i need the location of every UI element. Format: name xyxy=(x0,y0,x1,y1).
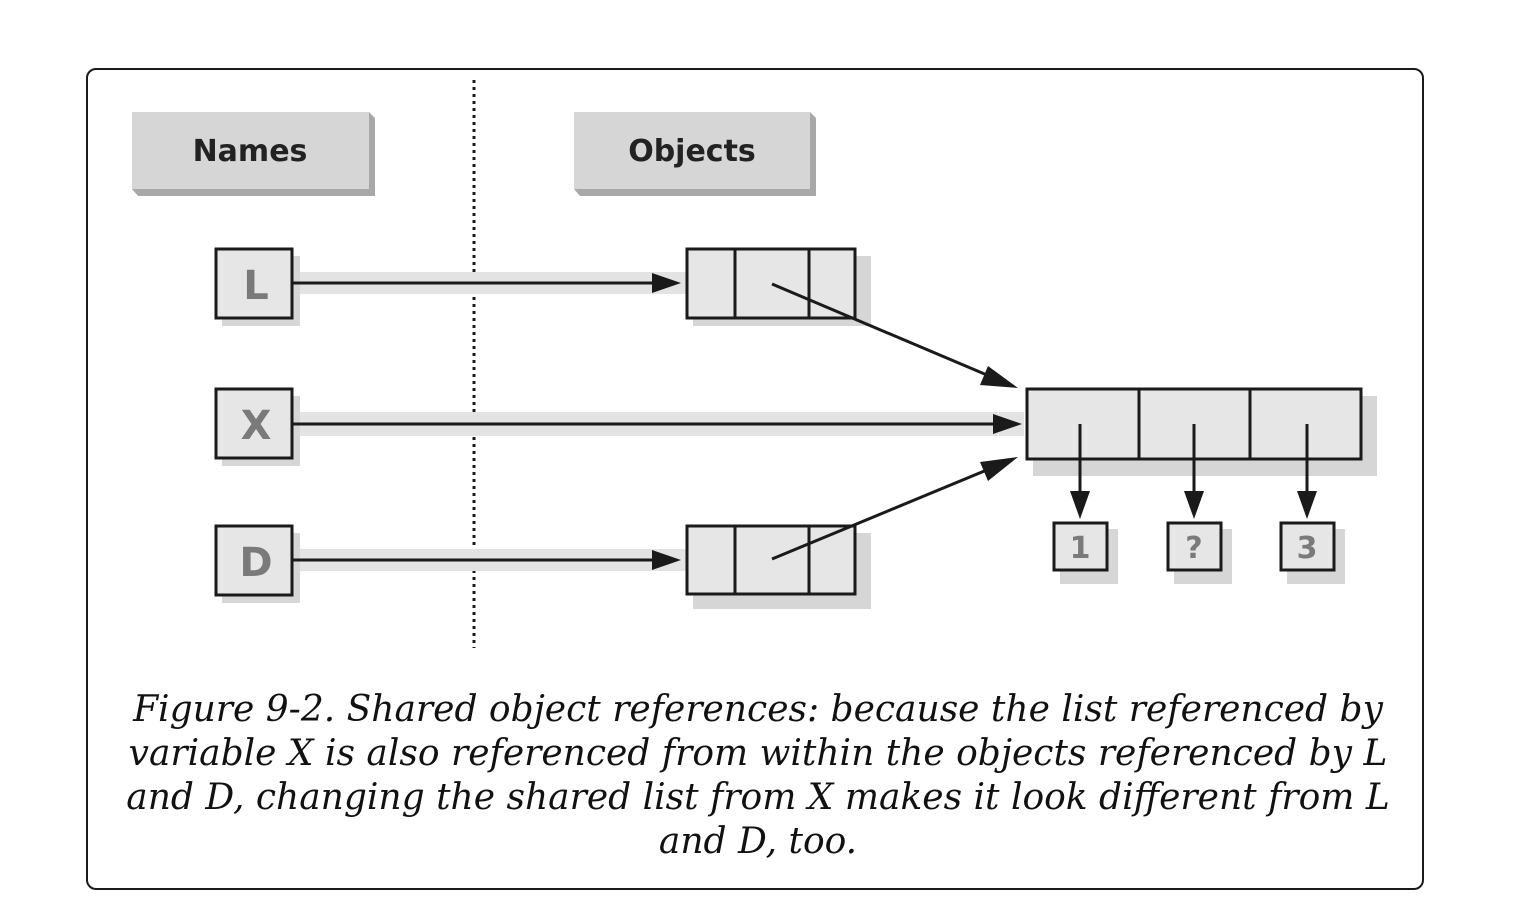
value-box-2: ? xyxy=(1166,521,1232,584)
figure-frame xyxy=(86,68,1424,890)
name-box-D: D xyxy=(214,524,300,603)
names-header: Names xyxy=(132,112,375,196)
objects-header: Objects xyxy=(574,112,816,196)
value-label-2: ? xyxy=(1185,531,1202,566)
figure-caption: Figure 9-2. Shared object references: be… xyxy=(126,689,1390,862)
arrow-D-list-to-shared-list xyxy=(771,457,1018,561)
value-box-3: 3 xyxy=(1279,521,1345,584)
arrow-shadows xyxy=(294,272,1024,571)
name-box-X: X xyxy=(214,387,300,466)
objects-header-label: Objects xyxy=(628,134,756,169)
value-box-1: 1 xyxy=(1052,521,1118,584)
value-label-1: 1 xyxy=(1070,531,1091,566)
list-object-D xyxy=(685,524,871,609)
arrow-L-list-to-shared-list xyxy=(771,282,1018,388)
name-label-D: D xyxy=(239,540,272,586)
names-header-label: Names xyxy=(193,134,308,169)
arrow-L-to-list xyxy=(292,273,681,293)
name-label-X: X xyxy=(241,403,272,449)
value-label-3: 3 xyxy=(1297,531,1318,566)
arrow-cell-to-value-2 xyxy=(1184,424,1204,519)
arrow-D-to-list xyxy=(292,550,681,570)
arrow-cell-to-value-1 xyxy=(1070,424,1090,519)
name-box-L: L xyxy=(214,247,300,326)
arrow-X-to-shared-list xyxy=(292,414,1022,434)
arrow-cell-to-value-3 xyxy=(1297,424,1317,519)
name-label-L: L xyxy=(243,263,269,309)
